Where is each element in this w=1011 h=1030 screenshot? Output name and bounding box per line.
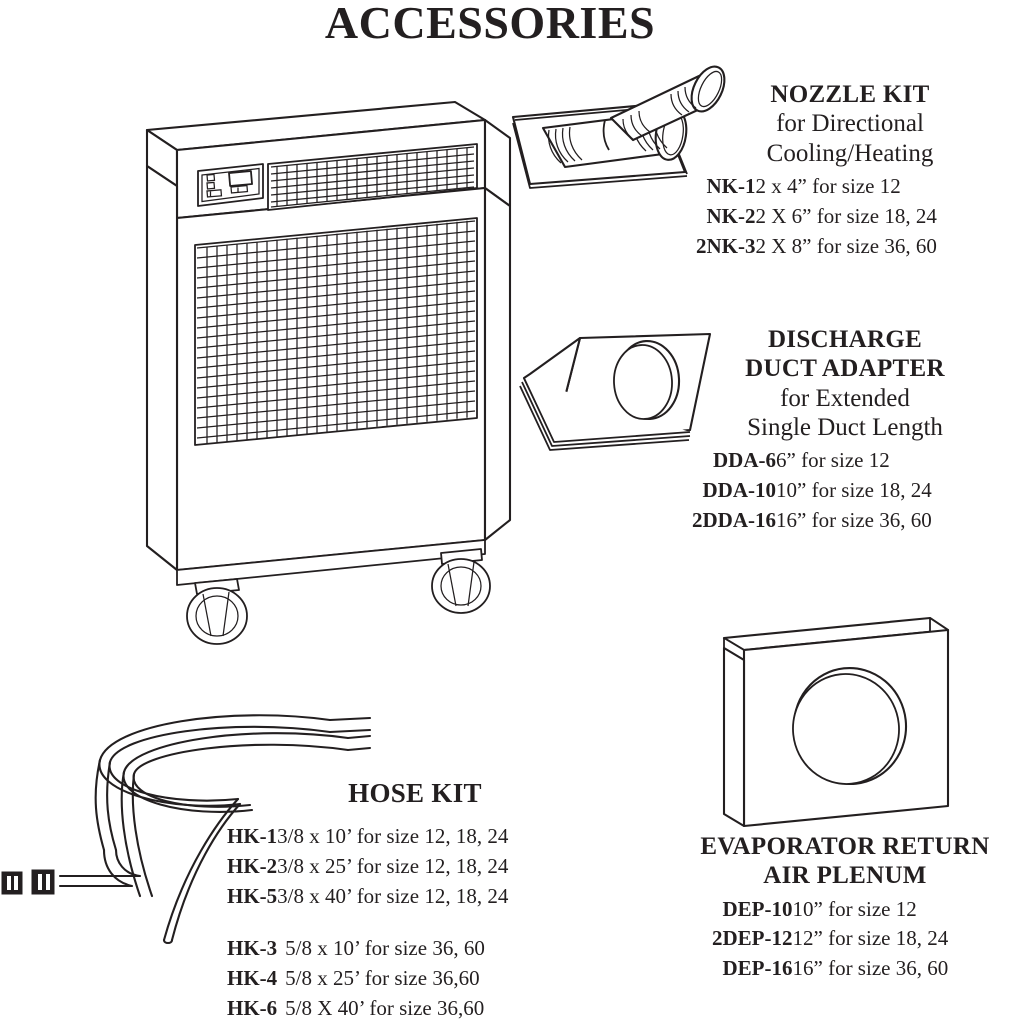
table-row: HK-2 3/8 x 25’ for size 12, 18, 24 xyxy=(227,852,508,882)
hose-coupling xyxy=(1,871,23,895)
plenum-heading-line-2: AIR PLENUM xyxy=(763,862,927,890)
spec-code: DEP-16 xyxy=(722,956,793,981)
front-grille xyxy=(194,217,478,446)
control-panel xyxy=(197,163,264,207)
spec-desc: 3/8 x 10’ for size 12, 18, 24 xyxy=(277,823,509,848)
spec-desc: 5/8 x 25’ for size 36,60 xyxy=(285,966,480,991)
spec-code: HK-2 xyxy=(227,853,278,878)
duct-adapter-subheading-line-2: Single Duct Length xyxy=(747,413,943,441)
panel-button xyxy=(230,184,249,194)
panel-button xyxy=(206,181,216,190)
portable-air-conditioner-unit xyxy=(125,88,545,668)
nozzle-kit-heading: NOZZLE KIT xyxy=(770,81,930,108)
spec-code: HK-1 xyxy=(227,823,278,848)
table-row: HK-3 5/8 x 10’ for size 36, 60 xyxy=(227,934,508,964)
spec-desc: 10” for size 12 xyxy=(792,896,917,921)
hose-kit-heading: HOSE KIT xyxy=(348,778,482,808)
duct-adapter-subheading-line-1: for Extended xyxy=(780,384,910,412)
section-nozzle-kit: NOZZLE KIT for Directional Cooling/Heati… xyxy=(696,80,1000,262)
duct-adapter-drawing xyxy=(512,322,722,462)
duct-adapter-heading-line-1: DISCHARGE xyxy=(767,326,923,353)
plenum-spec-table: DEP-10 10” for size 12 2DEP-12 12” for s… xyxy=(712,895,948,985)
spec-desc: 2 x 4” for size 12 xyxy=(755,173,901,198)
top-grille xyxy=(267,143,478,211)
panel-button xyxy=(206,189,223,198)
hose-coil-drawing xyxy=(0,700,372,1030)
table-row: NK-1 2 x 4” for size 12 xyxy=(696,172,937,202)
spec-desc: 3/8 x 40’ for size 12, 18, 24 xyxy=(277,883,509,908)
table-row: DEP-16 16” for size 36, 60 xyxy=(712,954,949,984)
spec-code: NK-2 xyxy=(706,203,756,228)
table-row: HK-4 5/8 x 25’ for size 36,60 xyxy=(227,964,508,994)
panel-button xyxy=(206,173,216,182)
caster-wheel-left xyxy=(186,578,248,645)
table-row: HK-1 3/8 x 10’ for size 12, 18, 24 xyxy=(227,822,508,852)
spec-code: DDA-10 xyxy=(702,477,777,502)
spec-code: HK-6 xyxy=(227,996,278,1021)
spec-desc: 16” for size 36, 60 xyxy=(792,956,949,981)
section-hose-kit: HOSE KIT HK-1 3/8 x 10’ for size 12, 18,… xyxy=(225,778,605,1024)
table-row: HK-5 3/8 x 40’ for size 12, 18, 24 xyxy=(227,882,508,912)
caster-wheel-right xyxy=(431,548,491,614)
plenum-heading-line-1: EVAPORATOR RETURN xyxy=(700,833,990,860)
hose-kit-spec-table: HK-1 3/8 x 10’ for size 12, 18, 24 HK-2 … xyxy=(227,822,508,1025)
table-row: 2DEP-12 12” for size 18, 24 xyxy=(712,924,948,954)
duct-adapter-heading-line-2: DUCT ADAPTER xyxy=(745,355,945,383)
nozzle-kit-subheading-line-2: Cooling/Heating xyxy=(766,139,934,167)
table-row: DDA-10 10” for size 18, 24 xyxy=(692,476,932,506)
display-screen xyxy=(228,170,253,187)
nozzle-kit-subheading-line-1: for Directional xyxy=(776,110,924,138)
spec-code: DEP-10 xyxy=(722,896,793,921)
spec-desc: 2 X 8” for size 36, 60 xyxy=(755,233,937,258)
nozzle-kit-spec-table: NK-1 2 x 4” for size 12 NK-2 2 X 6” for … xyxy=(696,172,937,262)
table-row: 2DDA-16 16” for size 36, 60 xyxy=(692,506,932,536)
page-title: ACCESSORIES xyxy=(324,0,656,48)
section-evaporator-return-air-plenum: EVAPORATOR RETURN AIR PLENUM DEP-10 10” … xyxy=(690,832,1000,984)
table-row: HK-6 5/8 X 40’ for size 36,60 xyxy=(227,994,508,1024)
spec-desc: 3/8 x 25’ for size 12, 18, 24 xyxy=(277,853,509,878)
table-row: DEP-10 10” for size 12 xyxy=(712,895,948,925)
spec-desc: 2 X 6” for size 18, 24 xyxy=(755,203,937,228)
spec-code: NK-1 xyxy=(706,173,756,198)
spec-desc: 10” for size 18, 24 xyxy=(776,477,932,502)
table-row: DDA-6 6” for size 12 xyxy=(692,446,932,476)
table-row: NK-2 2 X 6” for size 18, 24 xyxy=(696,202,937,232)
plenum-drawing xyxy=(700,608,990,838)
hose-coupling xyxy=(31,869,55,895)
spec-desc: 5/8 X 40’ for size 36,60 xyxy=(285,996,485,1021)
spec-desc: 6” for size 12 xyxy=(776,448,890,472)
spec-code: 2NK-3 xyxy=(696,233,756,258)
spec-desc: 16” for size 36, 60 xyxy=(776,507,932,532)
spec-code: DDA-6 xyxy=(713,448,776,472)
spec-code: 2DEP-12 xyxy=(712,926,793,951)
section-discharge-duct-adapter: DISCHARGE DUCT ADAPTER for Extended Sing… xyxy=(690,325,1000,536)
spec-desc: 5/8 x 10’ for size 36, 60 xyxy=(285,936,485,961)
spec-code: 2DDA-16 xyxy=(692,507,776,532)
spec-code: HK-3 xyxy=(227,936,278,961)
spec-code: HK-4 xyxy=(227,966,278,991)
spec-desc: 12” for size 18, 24 xyxy=(792,926,949,951)
nozzle-kit-drawing xyxy=(503,62,743,212)
duct-adapter-spec-table: DDA-6 6” for size 12 DDA-10 10” for size… xyxy=(692,446,932,536)
table-row: 2NK-3 2 X 8” for size 36, 60 xyxy=(696,232,937,262)
table-row-spacer xyxy=(227,911,508,934)
spec-code: HK-5 xyxy=(227,883,278,908)
